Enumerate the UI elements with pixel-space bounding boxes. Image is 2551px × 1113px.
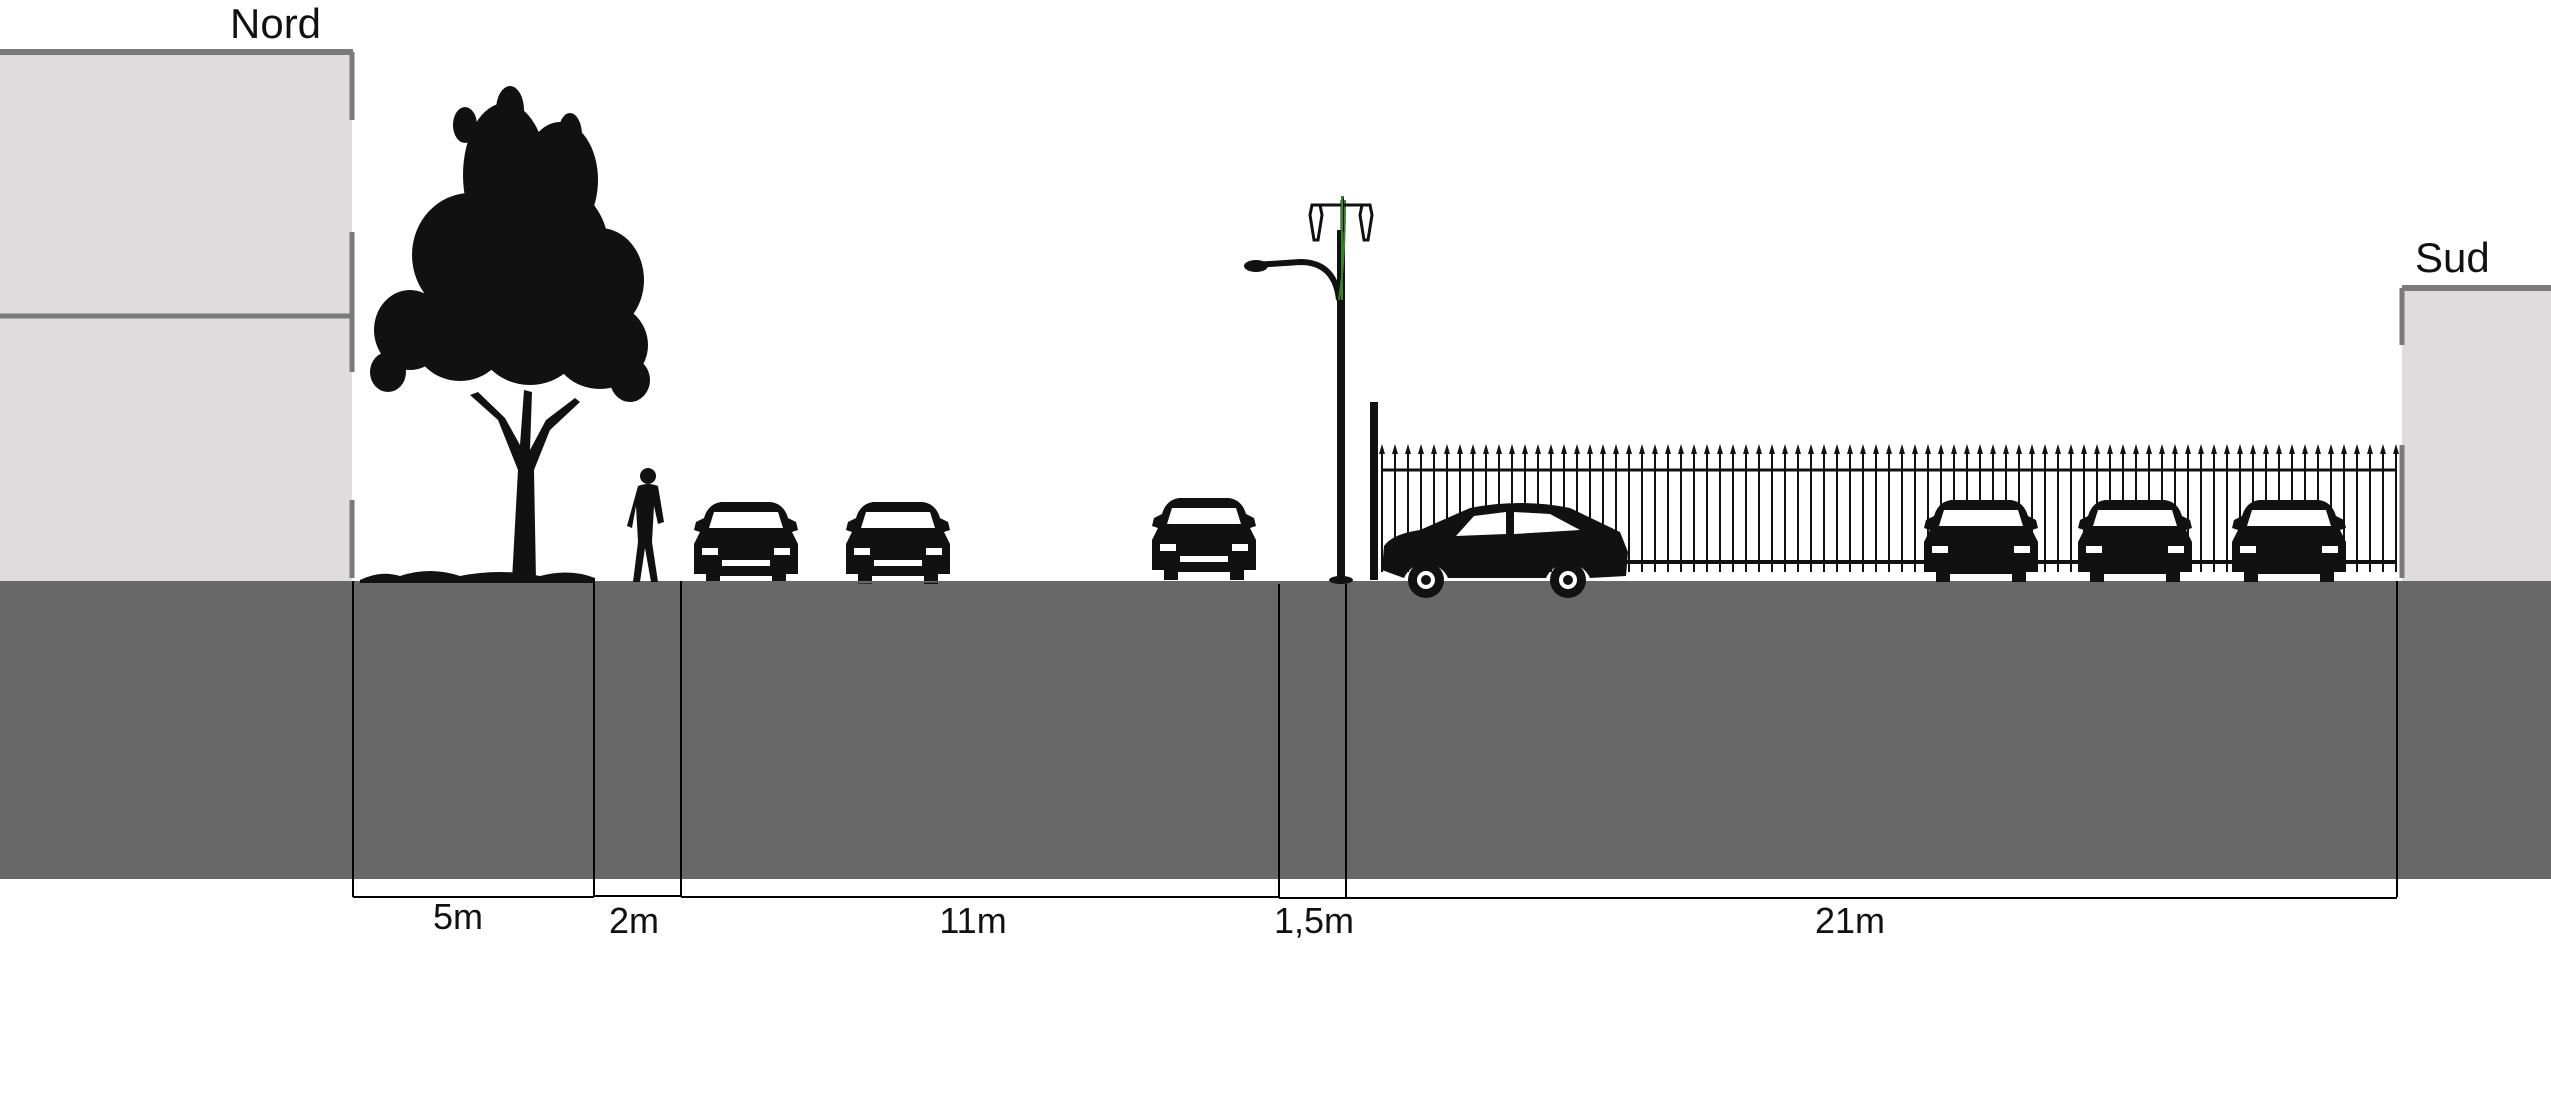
south-building	[2399, 285, 2551, 581]
car-front-icon	[694, 502, 798, 584]
car-side-icon	[1382, 503, 1628, 598]
dimension-label-sidewalk: 5m	[432, 896, 484, 937]
dimension-label-median: 1,5m	[1273, 900, 1355, 941]
car-front-icon	[2078, 500, 2192, 582]
car-front-icon	[1152, 498, 1256, 580]
car-front-icon	[2232, 500, 2346, 582]
south-label: Sud	[2415, 234, 2490, 281]
street-lamp-icon	[1244, 196, 1374, 584]
dimension-label-footpath: 2m	[608, 900, 660, 941]
tree-icon	[360, 86, 650, 583]
car-front-icon	[1924, 500, 2038, 582]
north-label: Nord	[230, 0, 322, 47]
bollard	[1370, 402, 1378, 580]
dimension-lines	[352, 581, 2398, 899]
road-surface	[682, 581, 1278, 590]
dimension-label-roadway: 11m	[939, 900, 1007, 941]
car-front-icon	[846, 502, 950, 584]
ground-section	[0, 581, 2551, 879]
pedestrian-icon	[627, 468, 664, 582]
north-building	[0, 49, 355, 581]
dimension-label-parking: 21m	[1814, 900, 1886, 941]
